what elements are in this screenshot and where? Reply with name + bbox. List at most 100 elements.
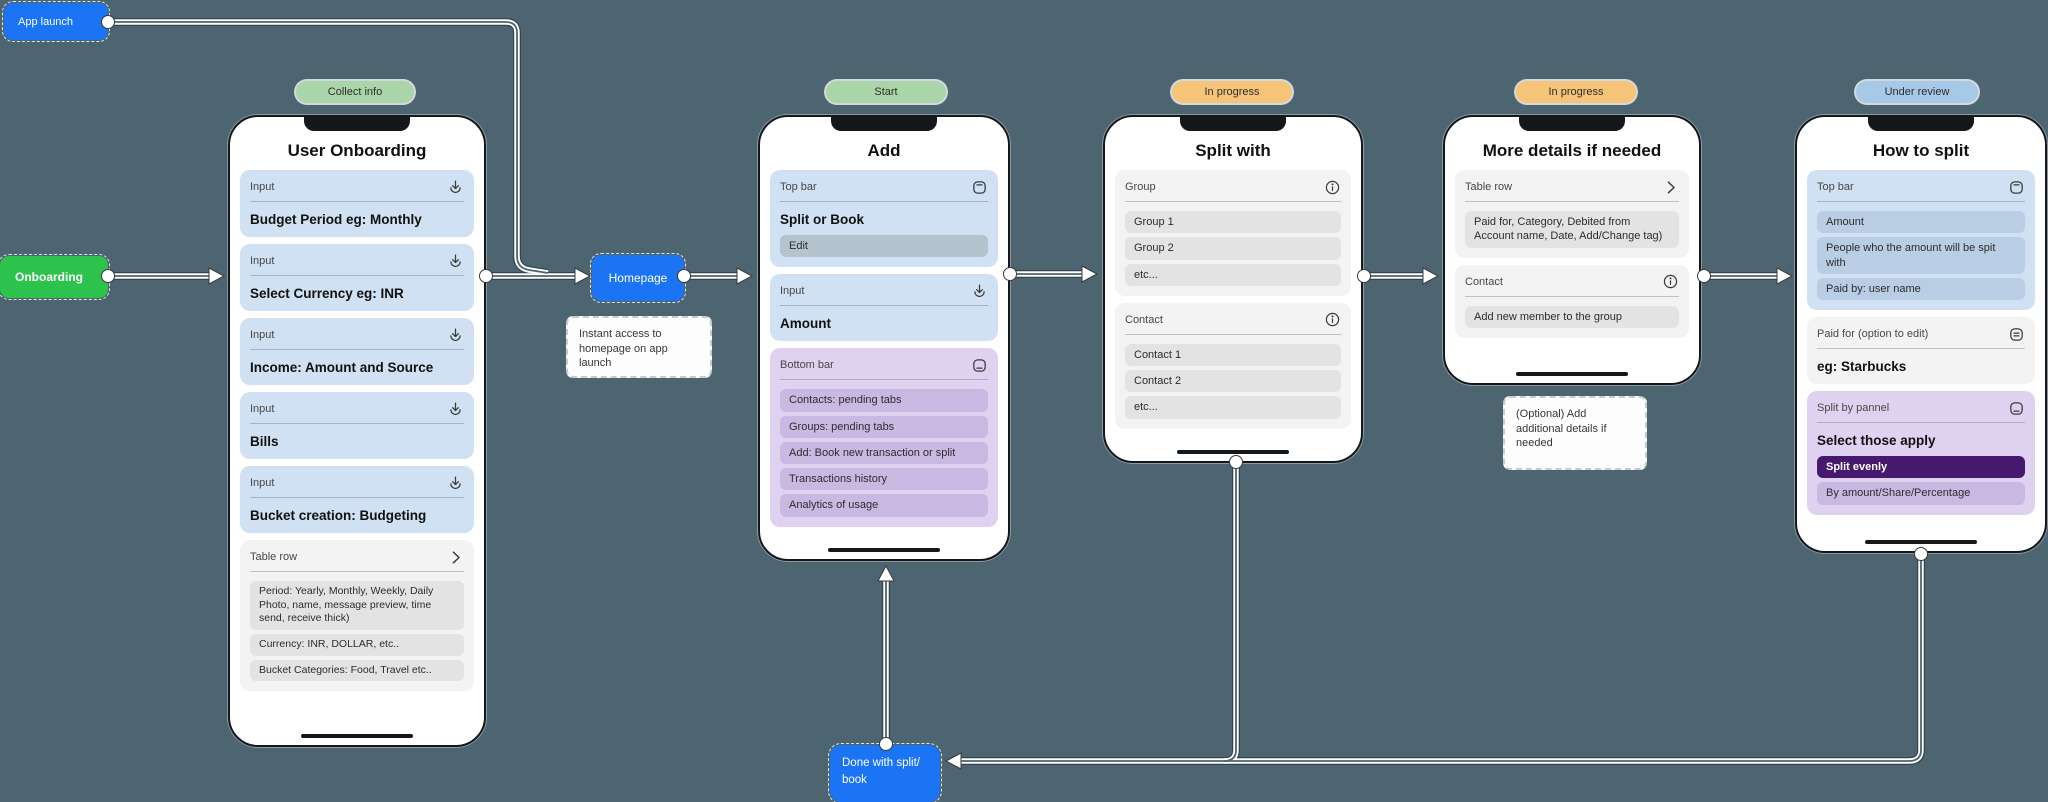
input-card-amount[interactable]: Input Amount — [770, 274, 998, 342]
arrow-into-add-phone-bottom — [877, 564, 895, 582]
chevron-right-icon — [447, 549, 464, 566]
table-row-item[interactable]: Paid for, Category, Debited from Account… — [1465, 211, 1679, 248]
input-card-bucket[interactable]: Input Bucket creation: Budgeting — [240, 466, 474, 533]
node-homepage-label: Homepage — [608, 271, 668, 285]
top-bar-icon — [971, 179, 988, 196]
split-panel-title: Select those apply — [1817, 433, 1936, 449]
input-value: Bucket creation: Budgeting — [250, 508, 427, 523]
download-icon — [971, 283, 988, 300]
split-option-by-amount[interactable]: By amount/Share/Percentage — [1817, 482, 2025, 505]
contact-item[interactable]: Contact 1 — [1125, 343, 1341, 367]
top-bar-card[interactable]: Top bar Split or Book Edit — [770, 170, 998, 268]
node-done-label: Done with split/ book — [842, 757, 920, 786]
bottom-bar-icon — [2008, 400, 2025, 417]
contact-item[interactable]: etc... — [1125, 396, 1341, 419]
top-bar-item[interactable]: People who the amount will be spit with — [1817, 237, 2025, 274]
bottom-bar-item[interactable]: Add: Book new transaction or split — [780, 441, 988, 465]
input-value: Select Currency eg: INR — [250, 286, 404, 301]
phone-title: Add — [867, 141, 901, 160]
note-homepage-text: Instant access to homepage on app launch — [579, 328, 668, 370]
home-indicator — [1177, 450, 1289, 454]
contact-label: Contact — [1125, 313, 1163, 326]
input-value: Amount — [780, 316, 831, 332]
phone-add[interactable]: Add Top bar Split or Book Edit Input — [758, 115, 1010, 561]
group-card[interactable]: Group Group 1 Group 2 etc... — [1115, 170, 1351, 296]
split-panel-card[interactable]: Split by pannel Select those apply Split… — [1807, 391, 2035, 515]
node-onboarding[interactable]: Onboarding — [0, 253, 111, 301]
node-onboarding-label: Onboarding — [15, 270, 83, 284]
table-row-card[interactable]: Table row Period: Yearly, Monthly, Weekl… — [240, 540, 474, 692]
note-optional-details[interactable]: (Optional) Add additional details if nee… — [1503, 396, 1647, 470]
badge-start[interactable]: Start — [826, 81, 946, 103]
input-label: Input — [250, 181, 275, 193]
phone-title: How to split — [1872, 141, 1970, 160]
input-card-budget-period[interactable]: Input Budget Period eg: Monthly — [240, 170, 474, 237]
download-icon — [447, 253, 464, 270]
badge-start-label: Start — [874, 86, 898, 98]
badge-in-progress-1-label: In progress — [1204, 86, 1260, 98]
phone-notch — [304, 116, 410, 131]
note-homepage[interactable]: Instant access to homepage on app launch — [566, 316, 712, 378]
arrow-into-homepage — [574, 267, 592, 285]
input-label: Input — [780, 285, 805, 298]
badge-in-progress-2-label: In progress — [1548, 86, 1604, 98]
badge-collect-info-label: Collect info — [327, 86, 383, 98]
table-row-label: Table row — [1465, 181, 1513, 193]
bottom-bar-icon — [971, 357, 988, 374]
group-item[interactable]: etc... — [1125, 263, 1341, 286]
input-label: Input — [250, 477, 275, 489]
node-homepage[interactable]: Homepage — [589, 252, 687, 304]
table-row-card[interactable]: Table row Paid for, Category, Debited fr… — [1455, 170, 1689, 258]
arrow-into-add-phone — [736, 267, 754, 285]
info-icon — [1324, 311, 1341, 328]
bottom-bar-item[interactable]: Contacts: pending tabs — [780, 389, 988, 412]
group-item[interactable]: Group 2 — [1125, 237, 1341, 260]
phone-how-to-split[interactable]: How to split Top bar Amount People who t… — [1795, 115, 2047, 553]
contact-card[interactable]: Contact Add new member to the group — [1455, 264, 1689, 338]
contact-card[interactable]: Contact Contact 1 Contact 2 etc... — [1115, 302, 1351, 429]
chevron-right-icon — [1662, 179, 1679, 196]
badge-collect-info[interactable]: Collect info — [296, 81, 414, 103]
table-row-item[interactable]: Period: Yearly, Monthly, Weekly, Daily P… — [250, 581, 464, 630]
paid-for-card[interactable]: Paid for (option to edit) eg: Starbucks — [1807, 317, 2035, 385]
home-indicator — [828, 548, 940, 552]
top-bar-item[interactable]: Amount — [1817, 211, 2025, 234]
input-card-bills[interactable]: Input Bills — [240, 392, 474, 459]
split-option-split-evenly[interactable]: Split evenly — [1817, 456, 2025, 479]
badge-in-progress-1[interactable]: In progress — [1172, 81, 1292, 103]
group-item[interactable]: Group 1 — [1125, 211, 1341, 234]
top-bar-card[interactable]: Top bar Amount People who the amount wil… — [1807, 170, 2035, 311]
phone-more-details[interactable]: More details if needed Table row Paid fo… — [1443, 115, 1701, 385]
badge-in-progress-2[interactable]: In progress — [1516, 81, 1636, 103]
bottom-bar-item[interactable]: Analytics of usage — [780, 494, 988, 517]
edit-row[interactable]: Edit — [780, 235, 988, 258]
contact-item[interactable]: Add new member to the group — [1465, 305, 1679, 328]
bottom-bar-label: Bottom bar — [780, 359, 834, 372]
download-icon — [447, 327, 464, 344]
input-value: Income: Amount and Source — [250, 360, 434, 375]
download-icon — [447, 475, 464, 492]
badge-under-review[interactable]: Under review — [1856, 81, 1978, 103]
top-bar-label: Top bar — [780, 181, 817, 193]
input-label: Input — [250, 329, 275, 341]
bottom-bar-card[interactable]: Bottom bar Contacts: pending tabs Groups… — [770, 348, 998, 527]
input-value: Budget Period eg: Monthly — [250, 212, 422, 227]
node-done[interactable]: Done with split/ book — [827, 742, 943, 802]
bottom-bar-item[interactable]: Transactions history — [780, 468, 988, 491]
input-value: Bills — [250, 434, 279, 449]
input-card-income[interactable]: Input Income: Amount and Source — [240, 318, 474, 385]
group-label: Group — [1125, 181, 1156, 193]
table-row-item[interactable]: Bucket Categories: Food, Travel etc.. — [250, 659, 464, 682]
phone-notch — [1868, 116, 1974, 131]
phone-user-onboarding[interactable]: User Onboarding Input Budget Period eg: … — [228, 115, 486, 747]
table-row-item[interactable]: Currency: INR, DOLLAR, etc.. — [250, 633, 464, 656]
phone-split-with[interactable]: Split with Group Group 1 Group 2 etc... … — [1103, 115, 1363, 463]
info-icon — [1662, 273, 1679, 290]
node-app-launch-label: App launch — [18, 15, 74, 28]
input-card-currency[interactable]: Input Select Currency eg: INR — [240, 244, 474, 311]
node-app-launch[interactable]: App launch — [1, 0, 111, 43]
top-bar-item[interactable]: Paid by: user name — [1817, 277, 2025, 301]
home-indicator — [301, 734, 413, 738]
bottom-bar-item[interactable]: Groups: pending tabs — [780, 415, 988, 438]
contact-item[interactable]: Contact 2 — [1125, 370, 1341, 393]
